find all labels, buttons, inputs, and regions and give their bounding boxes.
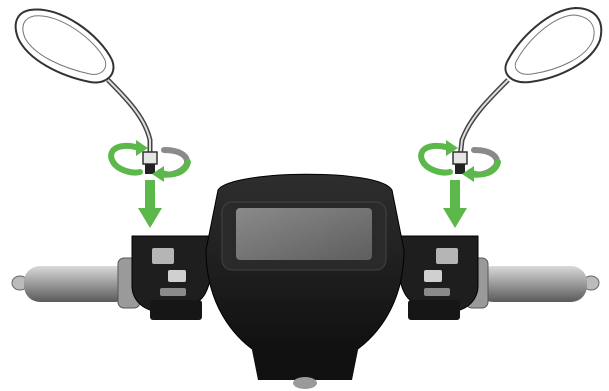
right-grip [466,258,599,308]
right-switch-housing [397,236,478,320]
left-switch-button-1 [152,248,174,264]
left-switch-button-3 [160,288,186,296]
left-grip [12,258,140,308]
right-switch-button-2 [424,270,442,282]
right-mirror-nut [453,152,467,164]
right-switch-button-1 [436,248,458,264]
display-screen [222,202,386,270]
left-down-arrow-icon [138,180,162,228]
left-switch-button-2 [168,270,186,282]
right-down-arrow-icon [443,180,467,228]
left-mirror-nut [143,152,157,164]
right-mirror-stem [460,80,508,158]
right-switch-button-3 [424,288,450,296]
left-switch-housing [132,236,213,320]
